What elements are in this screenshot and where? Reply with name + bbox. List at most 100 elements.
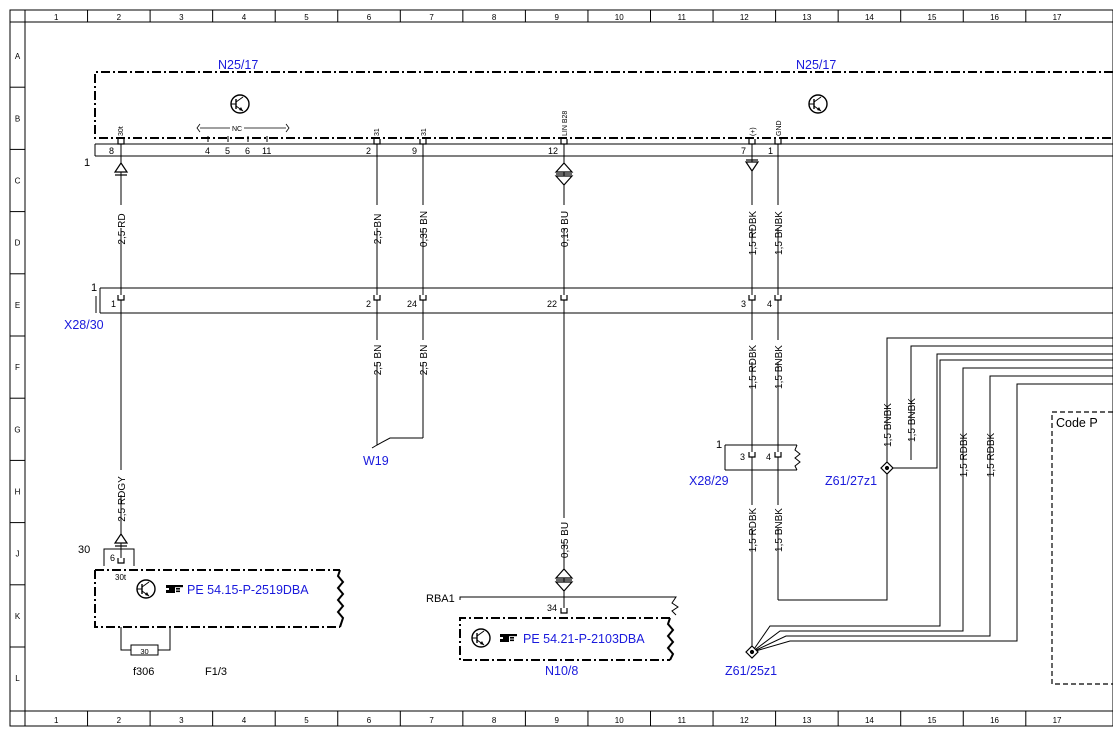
- w19-label[interactable]: W19: [363, 454, 389, 468]
- z61-27z1-label[interactable]: Z61/27z1: [825, 474, 877, 488]
- wire-label: 1,5 RDBK: [748, 210, 759, 255]
- pin-number: 5: [225, 146, 230, 156]
- column-label: 2: [117, 13, 122, 22]
- column-label: 10: [615, 13, 624, 22]
- x28-29-connector: [724, 444, 801, 471]
- frame: [9, 9, 1113, 727]
- f306-label: f306: [133, 666, 154, 678]
- n10-8-label[interactable]: N10/8: [545, 664, 578, 678]
- row-label: J: [16, 550, 20, 559]
- z61-25z1-label[interactable]: Z61/25z1: [725, 664, 777, 678]
- pin-number: 3: [740, 452, 745, 462]
- splice-points: [745, 461, 894, 659]
- column-label: 2: [117, 716, 122, 725]
- rba1-label: RBA1: [426, 593, 455, 605]
- pin-number: 2: [366, 146, 371, 156]
- pin-marks: [117, 139, 782, 614]
- pin-number: 4: [767, 299, 772, 309]
- row-label: L: [15, 674, 20, 683]
- pin-function-lin: LIN B28: [562, 111, 569, 136]
- n25-label-left[interactable]: N25/17: [218, 58, 258, 72]
- column-label: 9: [554, 13, 559, 22]
- column-label: 7: [429, 13, 434, 22]
- column-ticks: [87, 10, 1027, 726]
- transistor-icon: [808, 94, 828, 114]
- row-label: H: [15, 488, 21, 497]
- column-label: 4: [242, 716, 247, 725]
- row-label: A: [15, 52, 21, 61]
- x28-30-connector-number: 1: [91, 282, 97, 294]
- n25-module: [94, 71, 1113, 157]
- pin-number: 7: [741, 146, 746, 156]
- column-label: 16: [990, 716, 999, 725]
- column-label: 12: [740, 13, 749, 22]
- row-label: F: [15, 363, 20, 372]
- wire-label: 2,5 RD: [117, 213, 128, 244]
- pin-number: 3: [741, 299, 746, 309]
- row-ticks: [10, 86, 25, 648]
- pin-function-gnd: GND: [776, 120, 783, 136]
- n25-label-right[interactable]: N25/17: [796, 58, 836, 72]
- column-label: 1: [54, 716, 59, 725]
- f1-connector-number: 30: [78, 544, 90, 556]
- pin-number: 6: [245, 146, 250, 156]
- n10-8-module: [459, 596, 679, 661]
- fuse-rating: 30: [140, 647, 148, 656]
- x28-29-label[interactable]: X28/29: [689, 474, 729, 488]
- column-label: 4: [242, 13, 247, 22]
- column-label: 3: [179, 13, 184, 22]
- column-label: 1: [54, 13, 59, 22]
- column-label: 14: [865, 716, 874, 725]
- wire-label: 1,5 BNBK: [774, 211, 785, 255]
- wire-label: 2,5 BN: [419, 345, 430, 376]
- column-label: 10: [615, 716, 624, 725]
- reference-pe-54-21[interactable]: PE 54.21-P-2103DBA: [523, 632, 645, 646]
- wires: [120, 144, 1113, 653]
- pin-number: 1: [111, 299, 116, 309]
- reference-hand-icon: [500, 634, 517, 642]
- column-label: 6: [367, 716, 372, 725]
- wire-label: 0,13 BU: [560, 211, 571, 247]
- wire-label: 0,35 BN: [419, 211, 430, 247]
- wire-label: 1,5 RDBK: [959, 432, 970, 477]
- reference-pe-54-15[interactable]: PE 54.15-P-2519DBA: [187, 583, 309, 597]
- pin-number: 34: [547, 603, 557, 613]
- row-label: E: [15, 301, 20, 310]
- n25-connector-number: 1: [84, 157, 90, 169]
- x28-30-label[interactable]: X28/30: [64, 318, 104, 332]
- wire-label: 2,5 BN: [373, 345, 384, 376]
- wire-label: 1,5 BNBK: [907, 398, 918, 442]
- column-label: 11: [678, 716, 687, 725]
- wire-label: 1,5 RDBK: [986, 432, 997, 477]
- column-label: 11: [678, 13, 687, 22]
- code-box: [1051, 411, 1113, 685]
- row-label: D: [15, 239, 21, 248]
- row-label: G: [14, 425, 20, 434]
- wire-label: 1,5 BNBK: [883, 403, 894, 447]
- wire-label: 0,35 BU: [560, 522, 571, 558]
- pin-number: 8: [109, 146, 114, 156]
- f1-3-fuse-box: [94, 548, 345, 656]
- column-label: 9: [554, 716, 559, 725]
- pin-number: 11: [262, 146, 271, 156]
- column-label: 7: [429, 716, 434, 725]
- pin-number: 12: [548, 146, 558, 156]
- transistor-icon: [471, 628, 491, 648]
- column-label: 8: [492, 716, 497, 725]
- x28-29-connector-number: 1: [716, 439, 722, 451]
- column-label: 3: [179, 716, 184, 725]
- pin-number: 24: [407, 299, 417, 309]
- connector-arrows: [113, 159, 760, 592]
- pin-number: 2: [366, 299, 371, 309]
- wire-label: 1,5 BNBK: [774, 508, 785, 552]
- column-label: 14: [865, 13, 874, 22]
- pin-number: 6: [110, 553, 115, 563]
- transistor-icon: [230, 94, 250, 114]
- column-label: 16: [990, 13, 999, 22]
- column-label: 12: [740, 716, 749, 725]
- column-label: 6: [367, 13, 372, 22]
- column-label: 8: [492, 13, 497, 22]
